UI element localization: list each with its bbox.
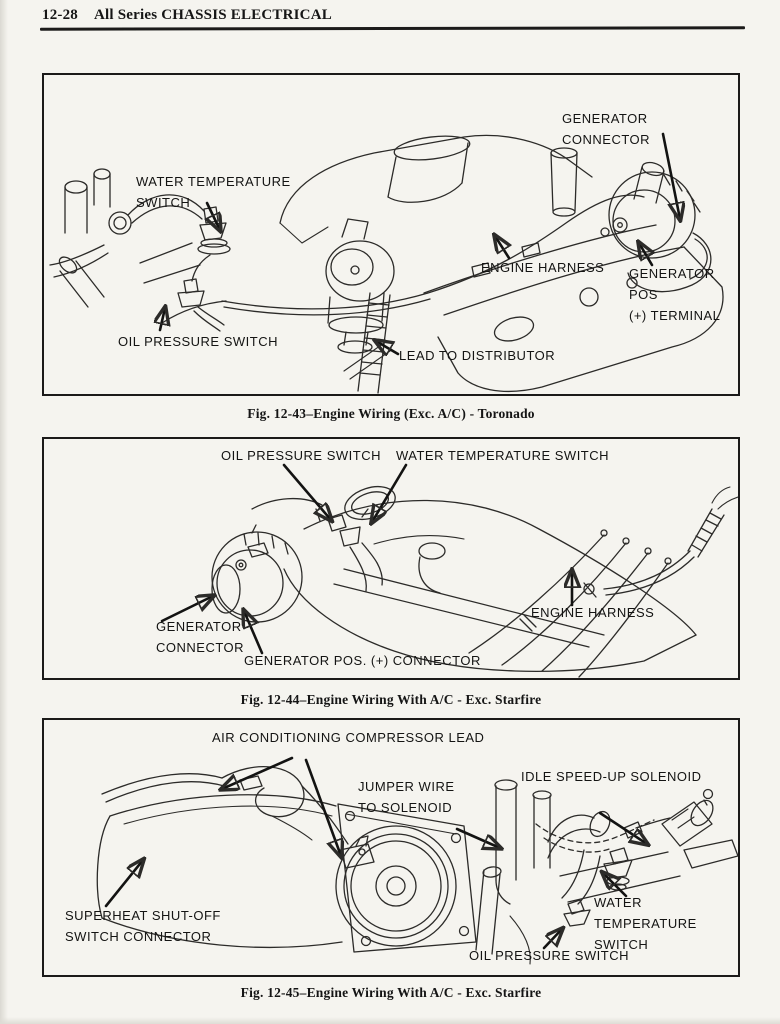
section-title: All Series CHASSIS ELECTRICAL <box>94 7 332 23</box>
engine-drawing <box>221 134 724 394</box>
label-generator-pos-terminal: GENERATOR POS (+) TERMINAL <box>629 266 721 323</box>
page-number: 12-28 <box>42 7 78 23</box>
figure-12-44-drawing <box>160 463 738 678</box>
label-air-conditioning-compressor-lead: AIR CONDITIONING COMPRESSOR LEAD <box>212 730 485 745</box>
figure-12-45-caption: Fig. 12-45–Engine Wiring With A/C - Exc.… <box>240 985 542 1000</box>
figure-12-45-box: AIR CONDITIONING COMPRESSOR LEAD JUMPER … <box>42 718 740 977</box>
label-water-temperature-switch: WATER TEMPERATURE SWITCH <box>594 895 697 952</box>
figure-12-43-drawing <box>49 132 724 394</box>
label-engine-harness: ENGINE HARNESS <box>481 260 605 275</box>
label-jumper-wire-to-solenoid: JUMPER WIRE TO SOLENOID <box>358 779 455 815</box>
figure-12-44-box: OIL PRESSURE SWITCH WATER TEMPERATURE SW… <box>42 437 740 680</box>
label-oil-pressure-switch: OIL PRESSURE SWITCH <box>118 334 278 349</box>
label-water-temperature-switch: WATER TEMPERATURE SWITCH <box>136 174 291 210</box>
page-header: 12-28 All Series CHASSIS ELECTRICAL <box>42 7 760 24</box>
figure-12-43-box: WATER TEMPERATURE SWITCH OIL PRESSURE SW… <box>42 73 740 396</box>
label-generator-connector: GENERATOR CONNECTOR <box>156 619 245 655</box>
header-rule <box>39 26 746 31</box>
label-generator-connector: GENERATOR CONNECTOR <box>562 111 651 147</box>
label-engine-harness: ENGINE HARNESS <box>531 605 655 620</box>
figure-12-44-caption: Fig. 12-44–Engine Wiring With A/C - Exc.… <box>240 692 542 707</box>
label-lead-to-distributor: LEAD TO DISTRIBUTOR <box>399 348 556 363</box>
compressor-drawing <box>96 766 477 953</box>
engine-drawing <box>211 485 738 678</box>
leader-arrows <box>160 463 572 655</box>
left-vignette <box>49 168 231 332</box>
leader-arrows <box>104 756 647 950</box>
label-generator-pos-connector: GENERATOR POS. (+) CONNECTOR <box>244 653 481 668</box>
figure-12-45-drawing <box>96 756 738 965</box>
figure-12-43-caption: Fig. 12-43–Engine Wiring (Exc. A/C) - To… <box>247 406 535 421</box>
label-water-temperature-switch: WATER TEMPERATURE SWITCH <box>396 448 610 463</box>
label-idle-speed-up-solenoid: IDLE SPEED-UP SOLENOID <box>521 769 702 784</box>
leader-arrows <box>160 132 680 354</box>
label-oil-pressure-switch: OIL PRESSURE SWITCH <box>221 448 381 463</box>
label-superheat-shut-off-switch-connector: SUPERHEAT SHUT-OFF SWITCH CONNECTOR <box>65 908 221 944</box>
label-oil-pressure-switch: OIL PRESSURE SWITCH <box>469 948 629 963</box>
